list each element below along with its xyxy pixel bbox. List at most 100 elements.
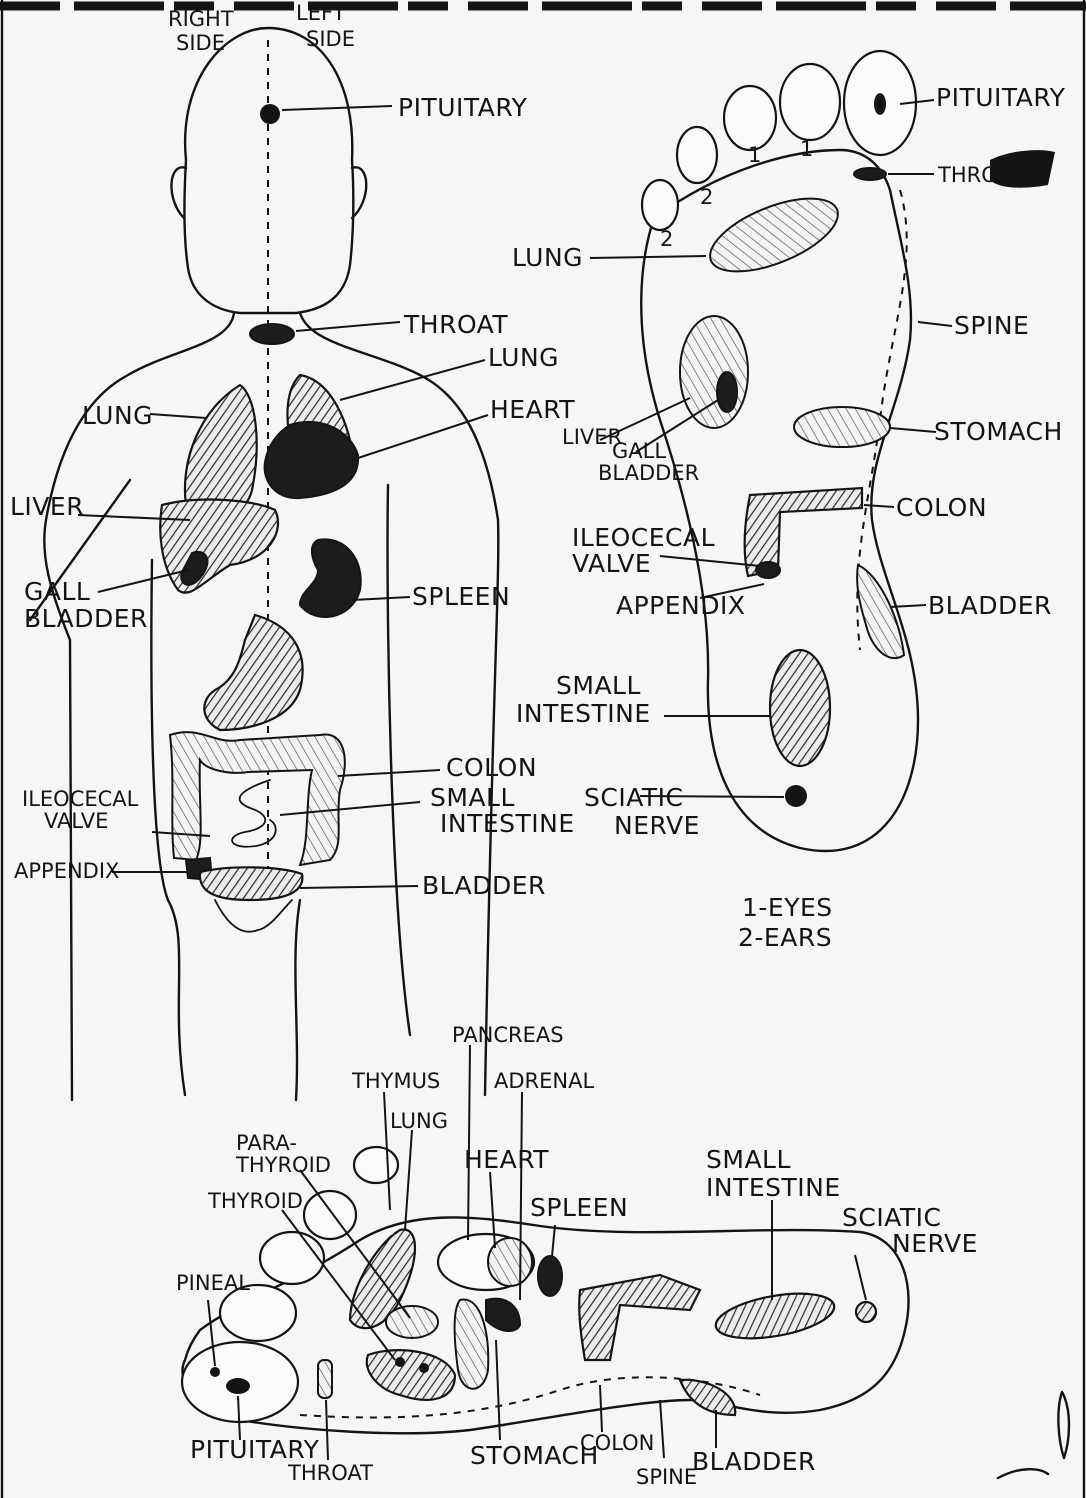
side-label-pineal: PINEAL [176, 1271, 250, 1295]
sole-label-sciatic-nerve: SCIATICNERVE [584, 783, 700, 840]
sole-gall-bladder-organ [717, 372, 737, 412]
body-label-throat: THROAT [403, 310, 508, 339]
side-label-throat: THROAT [287, 1461, 373, 1485]
side-colon-organ [579, 1275, 700, 1360]
sole-label-pituitary: PITUITARY [936, 83, 1066, 112]
side-thyroid-organ [367, 1350, 455, 1400]
label-right-side-1: RIGHT [168, 7, 234, 31]
lead-spleen [352, 597, 410, 600]
side-spleen-organ [538, 1256, 562, 1296]
sole-label-lung: LUNG [512, 243, 583, 272]
lead-colon [338, 770, 440, 776]
sole-legend-eyes: 1-EYES [742, 893, 833, 922]
lead-lung-right [150, 414, 206, 418]
body-figure [30, 28, 498, 1100]
side-lead-lung [405, 1130, 412, 1230]
sole-label-bladder: BLADDER [928, 591, 1052, 620]
throat-organ [250, 324, 294, 344]
side-sciatic-point [856, 1302, 876, 1322]
side-lead-spine [660, 1400, 664, 1458]
side-label-spine: SPINE [636, 1465, 697, 1489]
side-stomach-organ [455, 1300, 489, 1389]
side-label-thymus: THYMUS [351, 1069, 440, 1093]
sole-lead-stomach [890, 428, 936, 432]
heart-organ [265, 422, 359, 498]
side-lead-pancreas [468, 1045, 470, 1240]
liver-organ [160, 500, 278, 593]
lead-small-intestine [280, 802, 420, 815]
side-lead-sciatic [855, 1255, 866, 1300]
side-label-pancreas: PANCREAS [452, 1023, 564, 1047]
toe-mark-ears-1: 2 [700, 185, 713, 209]
body-label-appendix: APPENDIX [14, 859, 119, 883]
toe-4 [677, 127, 717, 183]
lead-bladder [300, 886, 418, 888]
side-parathyroid-organ [386, 1306, 438, 1338]
small-intestine-organ [232, 780, 276, 847]
side-toe-3 [260, 1232, 324, 1284]
sole-lead-spine [918, 322, 952, 326]
toe-mark-eyes-1: 1 [748, 143, 761, 167]
body-label-lung-right: LUNG [82, 401, 153, 430]
ink-smudge [990, 150, 1055, 188]
toe-mark-eyes-2: 1 [800, 137, 813, 161]
torso-right [151, 560, 168, 900]
side-pineal-point [210, 1367, 220, 1377]
label-right-side: RIGHTSIDE [168, 7, 234, 55]
side-toe-2 [304, 1191, 356, 1239]
body-label-heart: HEART [490, 395, 575, 424]
side-label-thyroid: THYROID [207, 1189, 303, 1213]
lead-pituitary [282, 106, 392, 110]
toe-3 [724, 86, 776, 150]
body-label-bladder: BLADDER [422, 871, 546, 900]
sole-legend-ears: 2-EARS [738, 923, 832, 952]
body-label-lung-left: LUNG [488, 343, 559, 372]
leg-left [295, 900, 300, 1100]
side-pituitary-point [226, 1378, 250, 1394]
sole-lung-organ [700, 184, 847, 287]
side-throat-organ [318, 1360, 332, 1398]
body-label-pituitary: PITUITARY [398, 93, 528, 122]
side-label-lung: LUNG [390, 1109, 448, 1133]
side-lead-spleen [552, 1225, 555, 1256]
sole-label-stomach: STOMACH [934, 417, 1063, 446]
side-label-bladder: BLADDER [692, 1447, 816, 1476]
sole-pituitary-point [874, 93, 886, 115]
body-label-colon: COLON [446, 753, 537, 782]
lead-throat [296, 322, 400, 331]
foot-side-figure [182, 1045, 909, 1460]
pituitary-point [260, 104, 280, 124]
pelvis [215, 900, 292, 932]
side-label-colon: COLON [580, 1431, 654, 1455]
side-label-parathyroid: PARA-THYROID [235, 1131, 331, 1177]
toe-mark-ears-2: 2 [660, 227, 673, 251]
leg-right [168, 900, 185, 1095]
side-adrenal-organ [486, 1299, 520, 1331]
side-lead-throat [326, 1400, 328, 1460]
side-label-spleen: SPLEEN [530, 1193, 628, 1222]
sole-label-colon: COLON [896, 493, 987, 522]
body-label-liver: LIVER [10, 492, 84, 521]
sole-appendix-organ [756, 562, 780, 578]
stomach-organ [204, 615, 302, 730]
toe-5 [642, 180, 678, 230]
sole-throat-organ [854, 168, 886, 180]
side-label-pituitary: PITUITARY [190, 1435, 320, 1464]
sole-liver-organ [680, 316, 748, 428]
sole-lead-lung [590, 256, 706, 258]
side-label-small-intestine: SMALLINTESTINE [706, 1145, 841, 1202]
sole-small-intestine-organ [770, 650, 830, 766]
bladder-organ [200, 867, 303, 900]
body-label-spleen: SPLEEN [412, 582, 510, 611]
sole-label-spine: SPINE [954, 311, 1029, 340]
side-bladder-organ [680, 1380, 735, 1415]
sole-stomach-organ [794, 407, 890, 447]
